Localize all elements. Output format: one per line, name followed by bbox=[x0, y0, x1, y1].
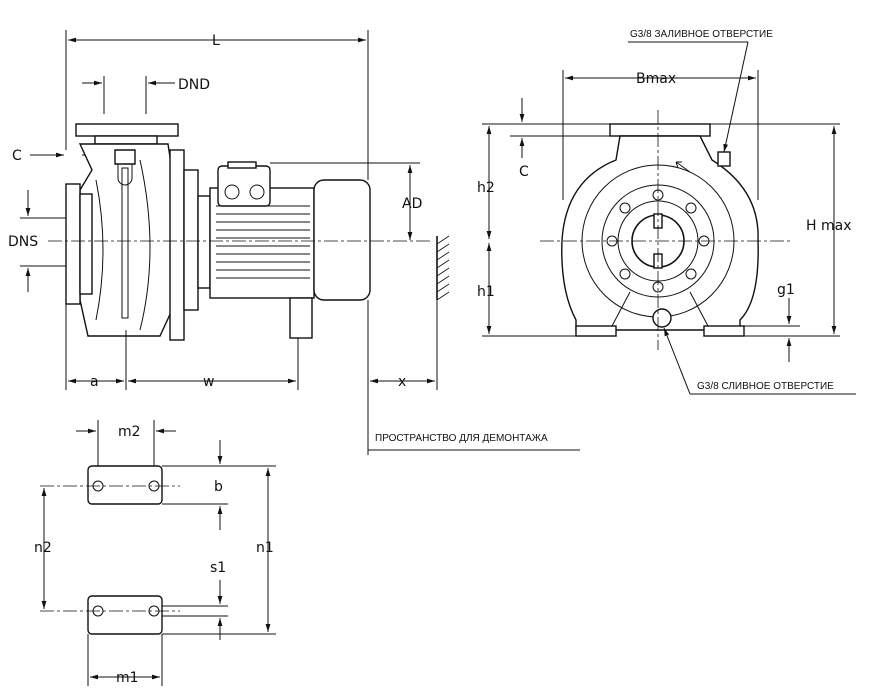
dim-m2-label: m2 bbox=[118, 424, 141, 440]
dim-h2-label: h2 bbox=[477, 180, 495, 196]
cable-gland bbox=[249, 184, 265, 200]
dim-a-label: a bbox=[90, 374, 99, 390]
dim-AD-label: AD bbox=[402, 196, 422, 212]
fill-hole-label: G3/8 ЗАЛИВНОЕ ОТВЕРСТИЕ bbox=[630, 29, 773, 40]
dim-C-front-label: C bbox=[519, 164, 529, 180]
discharge-neck bbox=[94, 135, 158, 145]
bracket-plate bbox=[169, 149, 185, 341]
bracket bbox=[183, 169, 199, 311]
dim-n1-label: n1 bbox=[256, 540, 274, 556]
front-view: Bmax G3/8 ЗАЛИВНОЕ ОТВЕРСТИЕ bbox=[477, 29, 856, 395]
casing-contour bbox=[139, 159, 151, 331]
fill-hole-leader bbox=[723, 41, 749, 153]
dim-g1-label: g1 bbox=[777, 282, 795, 298]
motor-foot bbox=[289, 297, 313, 339]
fill-plug-body bbox=[117, 164, 133, 186]
fill-plug-front bbox=[717, 151, 731, 167]
suction-neck bbox=[79, 193, 93, 295]
dim-Hmax-label: H max bbox=[806, 218, 851, 234]
lower-foot bbox=[87, 595, 163, 635]
terminal-box bbox=[217, 165, 271, 207]
coupling bbox=[197, 195, 211, 289]
dim-Bmax-label: Bmax bbox=[636, 71, 676, 87]
upper-foot bbox=[87, 465, 163, 505]
dim-s1-label: s1 bbox=[210, 560, 226, 576]
foot-rib bbox=[689, 291, 709, 327]
drain-hole-leader bbox=[663, 327, 691, 395]
front-foot-left bbox=[575, 325, 617, 337]
dim-h1-label: h1 bbox=[477, 284, 495, 300]
pump-casing bbox=[78, 143, 173, 337]
side-view: L DND C bbox=[8, 30, 580, 455]
terminal-box-cover bbox=[227, 161, 257, 169]
dim-b-label: b bbox=[214, 479, 223, 495]
foot-rib bbox=[611, 291, 631, 327]
drain-plug bbox=[652, 308, 672, 328]
cable-gland bbox=[224, 184, 240, 200]
fill-plug bbox=[114, 149, 136, 165]
discharge-flange bbox=[75, 123, 179, 137]
dismantling-space-label: ПРОСТРАНСТВО ДЛЯ ДЕМОНТАЖА bbox=[375, 433, 548, 444]
front-discharge-flange bbox=[609, 123, 711, 137]
front-foot-right bbox=[703, 325, 745, 337]
wall-hatch bbox=[436, 235, 450, 301]
dim-C-label: C bbox=[12, 148, 22, 164]
rotation-arrow-icon bbox=[675, 161, 691, 173]
dim-n2-label: n2 bbox=[34, 540, 52, 556]
fan-cover bbox=[313, 179, 371, 301]
drain-hole-label: G3/8 СЛИВНОЕ ОТВЕРСТИЕ bbox=[697, 381, 834, 392]
casing-rib bbox=[121, 167, 129, 319]
dim-w-label: w bbox=[203, 374, 214, 390]
dim-m1-label: m1 bbox=[116, 670, 139, 686]
feet-view: m2 b n1 n2 s1 m1 bbox=[34, 420, 276, 686]
dim-L-label: L bbox=[212, 33, 220, 49]
suction-flange bbox=[65, 183, 81, 305]
casing-contour bbox=[95, 179, 104, 321]
dim-DNS-label: DNS bbox=[8, 234, 38, 250]
dim-DND-label: DND bbox=[178, 77, 210, 93]
dim-x-label: x bbox=[398, 374, 406, 390]
